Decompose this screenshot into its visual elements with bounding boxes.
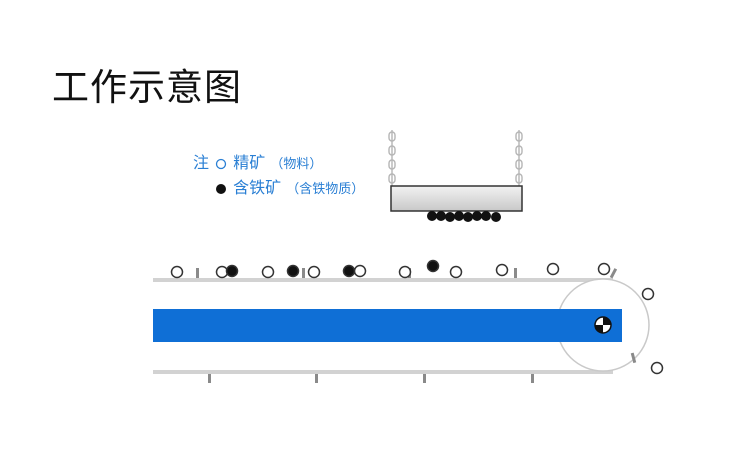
suspended-magnet-icon [390,185,523,212]
legend-item-label: 含铁矿 [233,178,282,197]
lower-rail-studs [208,374,534,383]
hollow-circle-icon [215,158,227,169]
page-title: 工作示意图 [52,66,242,109]
materials-on-belt [170,259,611,279]
chain-icon [388,130,523,186]
legend-note-label: 注 [193,153,210,172]
legend-item-detail: （含铁物质） [286,182,365,197]
right-chain [515,130,523,186]
discharged-materials [641,287,664,375]
legend-item-iron-ore: 含铁矿 （含铁物质） [214,178,364,200]
conveyor-belt [153,309,622,342]
lower-rail [153,370,613,374]
legend-item-label: 精矿 [233,153,266,172]
upper-rail [153,278,613,282]
legend-item-detail: （物料） [270,157,323,172]
left-chain [388,130,396,186]
pulley-flap [630,352,637,364]
legend-item-concentrate: 注 精矿 （物料） [193,153,322,175]
attracted-iron-particles [427,211,501,222]
pulley-flap [609,268,618,279]
pulley-shaft-icon [594,316,612,334]
filled-circle-icon [216,183,226,194]
